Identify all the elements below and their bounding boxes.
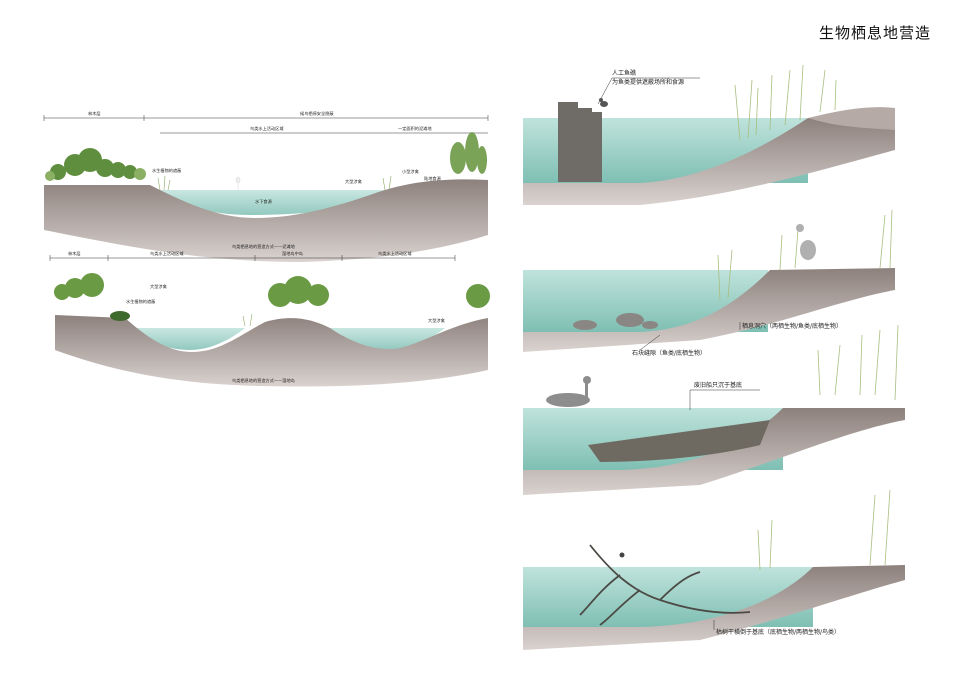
caption-mudflat: 鸟类栖息地的营造方式——泥滩地 xyxy=(232,243,296,250)
label-bird-water-area-b2: 鸟类水上活动区域 xyxy=(378,250,412,257)
label-artificial-reef: 人工鱼礁 xyxy=(612,69,636,77)
panel-sunken-boat: 废旧船只沉于基底 xyxy=(523,324,905,495)
label-bird-water-area-a: 鸟类水上活动区域 xyxy=(250,125,284,132)
panel-artificial-reef: 人工鱼礁 为鱼类提供遮蔽场所和食源 xyxy=(523,64,895,205)
label-reef-desc: 为鱼类提供遮蔽场所和食源 xyxy=(612,78,684,86)
label-bird-shelter: 候鸟栖停安全隐蔽 xyxy=(300,110,334,117)
label-fallen-tree: 枯树干横倒于基底（底栖生物/两栖生物/鸟类） xyxy=(716,628,840,636)
callout-large-wader-b2: 大型涉禽 xyxy=(428,317,446,324)
panel-caves: 栖息洞穴（两栖生物/鱼类/底栖生物） 石块缝隙（鱼类/底栖生物） xyxy=(523,209,895,357)
label-habitat-cave: 栖息洞穴（两栖生物/鱼类/底栖生物） xyxy=(742,322,842,330)
heron-icon xyxy=(796,224,816,260)
label-forest-layer-b: 林木层 xyxy=(68,250,81,257)
swan-icon xyxy=(546,376,591,407)
callout-land-food: 陆地食源 xyxy=(424,175,442,182)
fallen-tree-icon xyxy=(579,544,751,626)
callout-aquatic-plant-shelter-a: 水生植物的遮蔽 xyxy=(152,167,182,174)
callout-aquatic-plant-shelter-b: 水生植物的遮蔽 xyxy=(126,298,156,305)
bird-icon xyxy=(619,552,625,558)
caption-island: 鸟类栖息地的营造方式——湿地岛 xyxy=(232,377,295,384)
label-rock-gaps: 石块缝隙（鱼类/底栖生物） xyxy=(632,349,706,357)
page-title: 生物栖息地营造 xyxy=(818,24,931,42)
bird-icon xyxy=(599,98,608,107)
label-island: 湿地岛中岛 xyxy=(282,250,303,257)
label-sunken-boat: 废旧船只沉于基底 xyxy=(694,381,742,389)
section-island: 林木层 鸟类水上活动区域 湿地岛中岛 鸟类水上活动区域 水生植物的遮蔽 大型涉禽… xyxy=(49,250,490,387)
callout-large-wader-b1: 大型涉禽 xyxy=(150,283,168,290)
label-forest-layer-a: 林木层 xyxy=(88,110,101,117)
heron-icon xyxy=(235,176,241,190)
callout-large-wader-a: 大型涉禽 xyxy=(345,178,363,185)
callout-underwater-food: 水下食源 xyxy=(255,198,273,205)
panel-fallen-tree: 枯树干横倒于基底（底栖生物/两栖生物/鸟类） xyxy=(523,489,905,650)
section-mudflat: 林木层 候鸟栖停安全隐蔽 鸟类水上活动区域 一定面积的泥滩地 水生植物的遮蔽 水… xyxy=(43,110,489,262)
sunken-boat xyxy=(588,420,770,462)
callout-small-wader: 小型涉禽 xyxy=(402,168,420,175)
label-bird-water-area-b1: 鸟类水上活动区域 xyxy=(150,250,184,257)
label-mudflat-area: 一定面积的泥滩地 xyxy=(398,125,432,132)
